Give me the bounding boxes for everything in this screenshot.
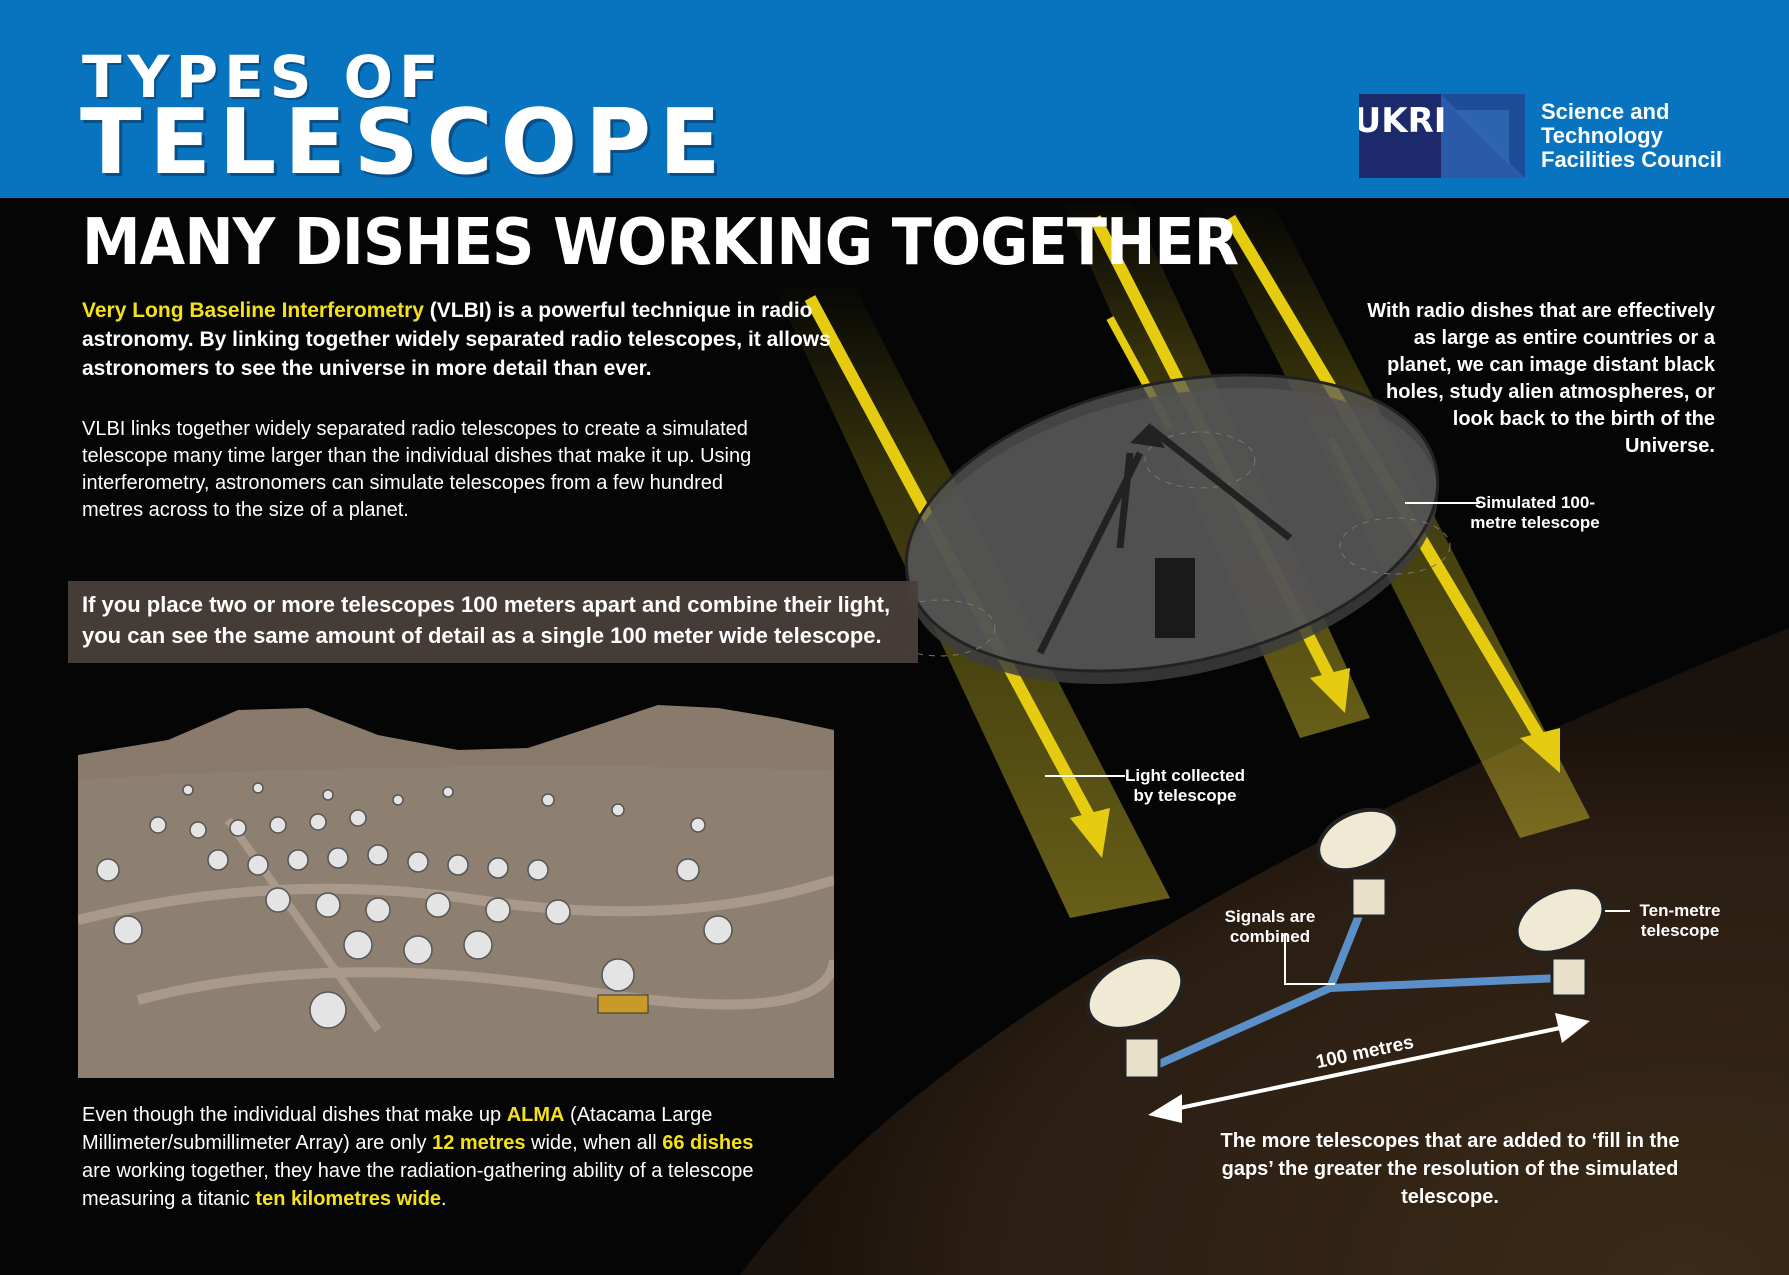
- signal-cables: [1148, 906, 1561, 1072]
- twelve-metres-highlight: 12 metres: [432, 1132, 526, 1154]
- main-heading: MANY DISHES WORKING TOGETHER: [82, 206, 1239, 280]
- svg-text:UKRI: UKRI: [1359, 101, 1446, 141]
- title-telescope: TELESCOPE: [80, 90, 729, 195]
- title-types-of: TYPES OF: [82, 43, 445, 111]
- small-dish-top: [1316, 807, 1400, 918]
- small-dish-left: [1085, 955, 1185, 1080]
- light-collected-label: Light collected by telescope: [1125, 766, 1245, 805]
- alma-text-5: .: [441, 1188, 447, 1210]
- org-line-3: Facilities Council: [1541, 147, 1722, 172]
- alma-text-4: are working together, they have the radi…: [82, 1160, 754, 1210]
- callout-text: If you place two or more telescopes 100 …: [82, 592, 891, 648]
- right-description: With radio dishes that are effectively a…: [1367, 300, 1715, 457]
- org-name: Science and Technology Facilities Counci…: [1541, 100, 1771, 172]
- distance-arrow: [1148, 1013, 1590, 1123]
- simulated-dish: [884, 373, 1451, 685]
- ukri-logo: UKRI: [1354, 94, 1525, 182]
- ten-km-highlight: ten kilometres wide: [255, 1188, 442, 1210]
- vlbi-highlight: Very Long Baseline Interferometry: [82, 299, 424, 322]
- small-dish-right: [1514, 885, 1606, 998]
- alma-highlight: ALMA: [506, 1104, 565, 1126]
- vlbi-paragraph: VLBI links together widely separated rad…: [82, 418, 752, 521]
- ten-metre-telescope-label: Ten-metre telescope: [1639, 901, 1721, 940]
- alma-text-2: (Atacama Large Millimeter/submillimeter …: [82, 1104, 713, 1154]
- org-line-1: Science and: [1541, 99, 1670, 124]
- bottom-right-text: The more telescopes that are added to ‘f…: [1220, 1130, 1680, 1208]
- org-line-2: Technology: [1541, 123, 1663, 148]
- callout-box: [68, 581, 918, 663]
- alma-array-image: [78, 700, 834, 1078]
- vlbi-diagram: [740, 198, 1789, 1275]
- simulated-telescope-label: Simulated 100-metre telescope: [1470, 493, 1600, 532]
- intro-rest: (VLBI) is a powerful technique in radio …: [82, 299, 831, 380]
- alma-text-3: wide, when all: [525, 1132, 663, 1154]
- alma-text-1: Even though the individual dishes that m…: [82, 1104, 507, 1126]
- intro-text: Very Long Baseline Interferometry (VLBI)…: [82, 296, 842, 383]
- alma-description: Even though the individual dishes that m…: [82, 1101, 762, 1213]
- sixtysix-dishes-highlight: 66 dishes: [662, 1132, 754, 1154]
- signals-combined-label: Signals are combined: [1224, 907, 1316, 946]
